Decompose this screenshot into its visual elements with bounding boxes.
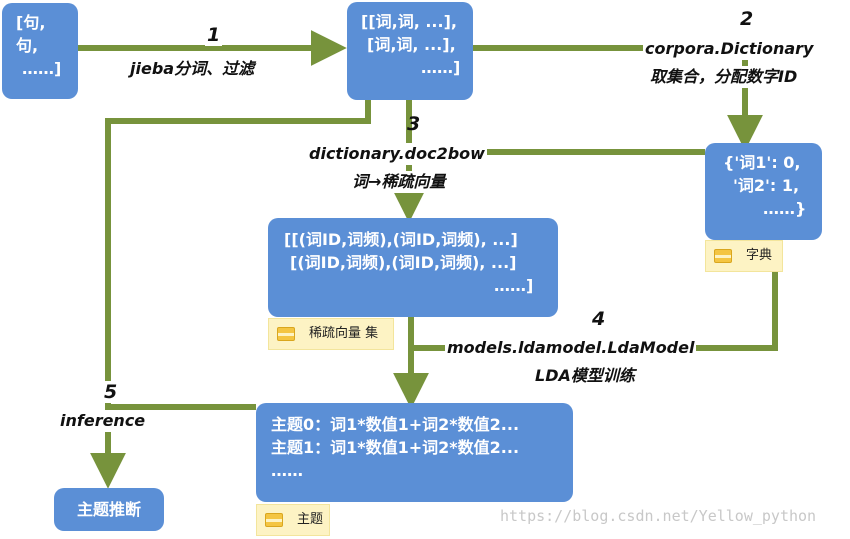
word-lists-node: [[词,词, ...], [词,词, ...], ……]	[347, 2, 473, 100]
dictionary-tag: 字典	[705, 240, 783, 272]
topics-node: 主题0：词1*数值1+词2*数值2... 主题1：词1*数值1+词2*数值2..…	[256, 403, 573, 502]
step5-number: 5	[102, 381, 120, 403]
step2-label-line1: corpora.Dictionary	[643, 38, 816, 60]
step3-number: 3	[407, 113, 421, 135]
step2-number: 2	[738, 8, 756, 30]
inference-result-node: 主题推断	[54, 488, 164, 531]
dictionary-node: {'词1': 0, '词2': 1, ……}	[705, 143, 822, 240]
step4-label-line1: models.ldamodel.LdaModel	[445, 337, 697, 359]
note-icon	[277, 327, 295, 341]
note-icon	[265, 513, 283, 527]
sparse-vectors-node: [[(词ID,词频),(词ID,词频), ...] [(词ID,词频),(词ID…	[268, 218, 558, 317]
step5-label: inference	[58, 410, 148, 432]
sparse-vectors-tag: 稀疏向量 集	[268, 318, 394, 350]
arrow-step5	[90, 100, 371, 489]
watermark: https://blog.csdn.net/Yellow_python	[500, 507, 817, 525]
step1-label: jieba分词、过滤	[128, 58, 257, 80]
topics-tag: 主题	[256, 504, 330, 536]
step2-label-line2: 取集合，分配数字ID	[648, 66, 800, 88]
step3-label-line1: dictionary.doc2bow	[307, 143, 487, 165]
arrow-step2	[473, 45, 763, 151]
step4-number: 4	[590, 308, 608, 330]
sentences-node: [句, 句, ……]	[2, 3, 78, 99]
note-icon	[714, 249, 732, 263]
step4-label-line2: LDA模型训练	[533, 365, 637, 387]
step3-label-line2: 词→稀疏向量	[350, 171, 448, 193]
step1-number: 1	[205, 24, 223, 46]
